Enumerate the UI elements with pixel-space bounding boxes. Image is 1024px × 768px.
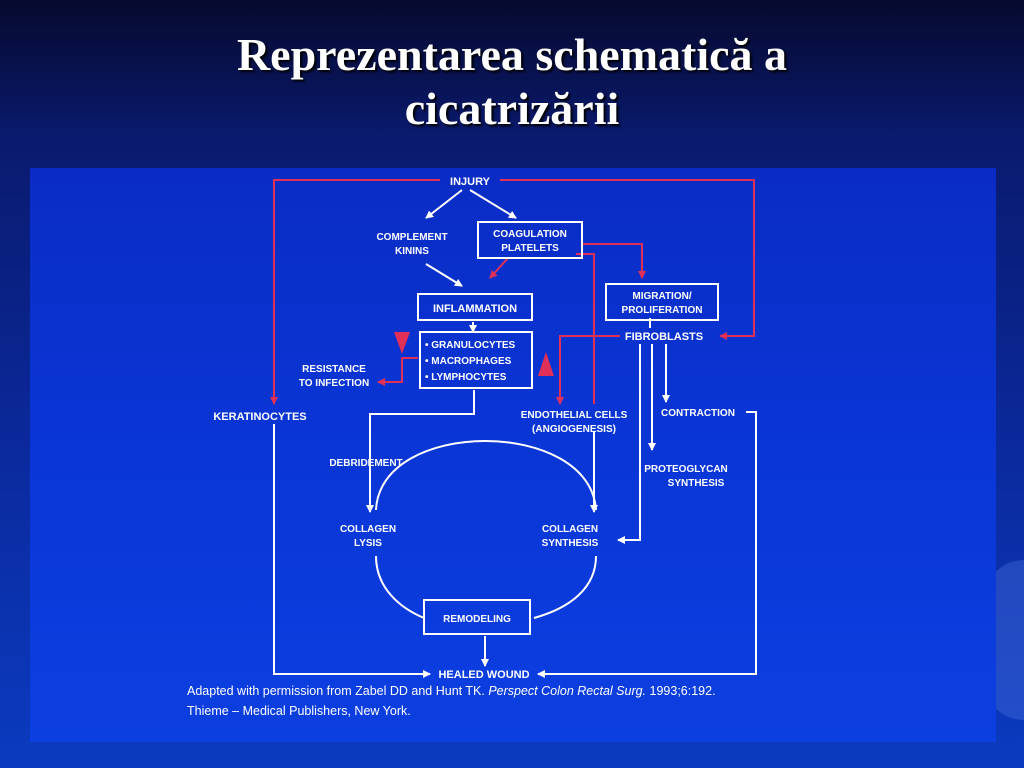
node-contraction: CONTRACTION	[661, 408, 735, 419]
box-coagulation	[477, 221, 583, 259]
caption-pre: Adapted with permission from Zabel DD an…	[187, 684, 485, 698]
caption-journal: Perspect Colon Rectal Surg.	[488, 684, 647, 698]
node-endothelial-l1: ENDOTHELIAL CELLS	[521, 410, 628, 421]
node-proteoglycan-l1: PROTEOGLYCAN	[644, 464, 728, 475]
box-remodeling	[423, 599, 531, 635]
caption-line-2: Thieme – Medical Publishers, New York.	[187, 704, 411, 718]
red-triangle-up	[538, 352, 554, 376]
node-collagen-lysis-l1: COLLAGEN	[340, 524, 396, 535]
node-resistance-l1: RESISTANCE	[302, 364, 366, 375]
white-arrows	[273, 189, 757, 678]
node-coagulation-l2: PLATELETS	[501, 243, 559, 254]
collagen-cycle-right	[533, 555, 597, 619]
node-boxes	[417, 221, 719, 635]
arrow-cells-resistance	[377, 357, 418, 386]
title-line-1: Reprezentarea schematică a	[236, 29, 788, 80]
node-debridement: DEBRIDEMENT	[329, 458, 402, 469]
box-inflammation	[417, 293, 533, 321]
node-injury: INJURY	[450, 176, 491, 188]
node-healed-wound: HEALED WOUND	[438, 669, 529, 681]
node-keratinocytes: KERATINOCYTES	[213, 411, 306, 423]
arrow-coag-collagen	[576, 253, 595, 404]
caption-ref: 1993;6:192.	[649, 684, 716, 698]
node-collagen-lysis-l2: LYSIS	[354, 538, 382, 549]
red-arrows	[270, 179, 755, 405]
red-triangle-down	[394, 332, 410, 354]
node-migration-l1: MIGRATION/	[632, 291, 691, 302]
node-remodeling: REMODELING	[443, 614, 511, 625]
arrow-coag-inflammation	[489, 257, 509, 279]
box-migration	[605, 283, 719, 321]
node-collagen-synthesis-l2: SYNTHESIS	[542, 538, 599, 549]
arrow-coag-migration	[582, 243, 646, 279]
node-fibroblasts: FIBROBLASTS	[625, 331, 703, 343]
node-proteoglycan-l2: SYNTHESIS	[668, 478, 725, 489]
collagen-cycle-left	[375, 555, 425, 619]
wound-healing-diagram: INJURY COMPLEMENT KININS COAGULATION PLA…	[213, 176, 757, 681]
node-coagulation-l1: COAGULATION	[493, 229, 567, 240]
arrow-kerat-healed	[273, 424, 431, 678]
arrow-injury-complement	[425, 189, 463, 219]
collagen-cycle-top	[375, 440, 597, 511]
node-inflammation: INFLAMMATION	[433, 303, 517, 315]
arrow-fibro-synthesis	[617, 344, 641, 544]
arrow-fibro-endothelial	[556, 335, 620, 405]
arrow-complement-inflammation	[425, 263, 463, 287]
node-collagen-synthesis-l1: COLLAGEN	[542, 524, 598, 535]
arrow-injury-keratinocytes	[270, 179, 440, 405]
arrow-injury-coagulation	[469, 189, 517, 219]
slide-title: Reprezentarea schematică a cicatrizării	[0, 28, 1024, 136]
diagram-panel: INJURY COMPLEMENT KININS COAGULATION PLA…	[30, 168, 996, 742]
arrow-injury-fibroblasts	[500, 179, 755, 340]
node-complement-l2: KININS	[395, 246, 429, 257]
title-line-2: cicatrizării	[404, 83, 620, 134]
node-complement-l1: COMPLEMENT	[376, 232, 447, 243]
node-resistance-l2: TO INFECTION	[299, 378, 369, 389]
arrow-contraction-healed	[537, 411, 757, 678]
node-granulocytes: • GRANULOCYTES	[425, 340, 516, 351]
node-macrophages: • MACROPHAGES	[425, 356, 512, 367]
arrow-cells-lysis	[366, 390, 475, 513]
caption-line-1: Adapted with permission from Zabel DD an…	[187, 684, 716, 698]
node-endothelial-l2: (ANGIOGENESIS)	[532, 424, 616, 435]
node-migration-l2: PROLIFERATION	[622, 305, 703, 316]
box-cells	[419, 331, 533, 389]
node-lymphocytes: • LYMPHOCYTES	[425, 372, 507, 383]
